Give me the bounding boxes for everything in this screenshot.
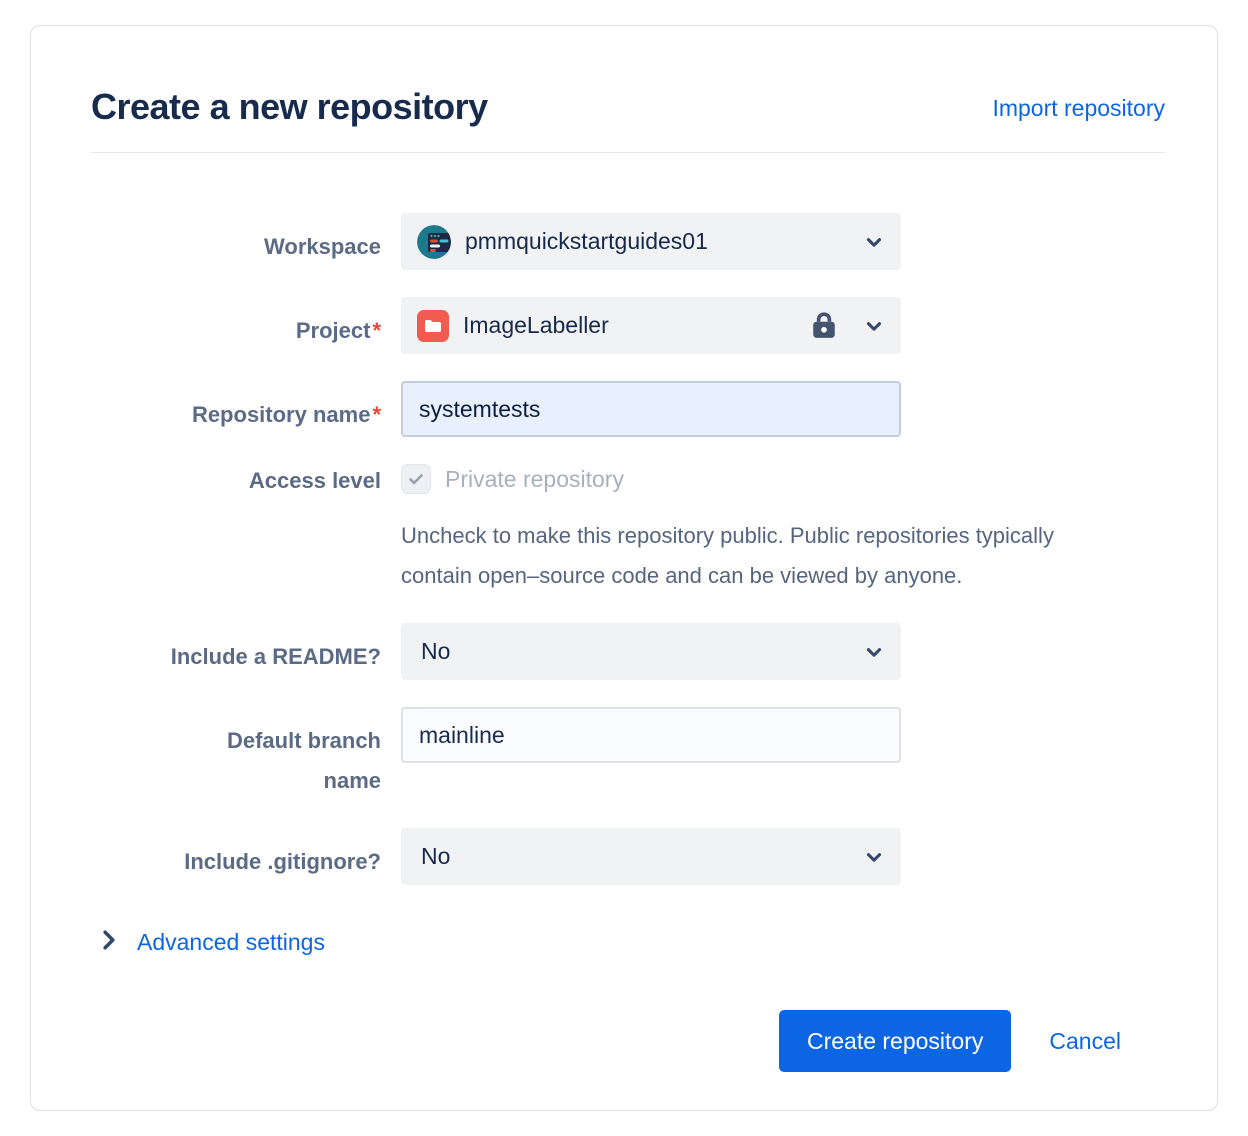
repository-name-input[interactable] (401, 381, 901, 437)
project-label: Project* (295, 318, 381, 343)
include-readme-select[interactable]: No (401, 623, 901, 680)
include-readme-row: Include a README? No (91, 623, 1165, 680)
repository-name-label: Repository name* (191, 402, 381, 427)
chevron-down-icon (863, 231, 885, 253)
create-repository-dialog: Create a new repository Import repositor… (30, 25, 1218, 1111)
include-readme-label: Include a README? (170, 644, 381, 669)
private-repository-label: Private repository (445, 465, 624, 492)
create-repository-button[interactable]: Create repository (778, 1010, 1012, 1072)
create-repository-form: Workspace (91, 213, 1165, 1072)
advanced-settings-toggle[interactable]: Advanced settings (101, 929, 1165, 956)
default-branch-input[interactable] (401, 707, 901, 763)
default-branch-row: Default branch name (91, 707, 1165, 801)
workspace-label: Workspace (264, 234, 381, 259)
private-repository-checkbox[interactable] (401, 464, 431, 494)
required-asterisk: * (372, 402, 381, 427)
repository-name-row: Repository name* (91, 381, 1165, 437)
access-level-row: Access level Private repository Uncheck … (91, 464, 1165, 596)
advanced-settings-label: Advanced settings (137, 929, 325, 955)
project-select[interactable]: ImageLabeller (401, 297, 901, 354)
include-gitignore-label: Include .gitignore? (184, 849, 381, 874)
include-readme-value: No (421, 638, 451, 664)
workspace-row: Workspace (91, 213, 1165, 270)
access-level-label: Access level (248, 468, 381, 493)
workspace-value: pmmquickstartguides01 (465, 228, 708, 254)
project-value: ImageLabeller (463, 312, 609, 338)
workspace-select[interactable]: pmmquickstartguides01 (401, 213, 901, 270)
default-branch-label: Default branch name (226, 728, 381, 793)
lock-icon (811, 311, 837, 340)
chevron-down-icon (863, 641, 885, 663)
required-asterisk: * (372, 318, 381, 343)
checkmark-icon (409, 474, 423, 485)
cancel-button[interactable]: Cancel (1049, 1027, 1121, 1054)
project-row: Project* ImageLabeller (91, 297, 1165, 354)
chevron-right-icon (101, 929, 117, 956)
workspace-avatar-icon (417, 224, 451, 259)
dialog-header: Create a new repository Import repositor… (91, 86, 1165, 153)
import-repository-link[interactable]: Import repository (992, 95, 1165, 121)
include-gitignore-row: Include .gitignore? No (91, 828, 1165, 885)
chevron-down-icon (863, 315, 885, 337)
access-level-help-text: Uncheck to make this repository public. … (401, 523, 1054, 588)
project-folder-icon (417, 309, 449, 342)
page-title: Create a new repository (91, 86, 488, 127)
dialog-footer: Create repository Cancel (91, 1010, 1165, 1072)
chevron-down-icon (863, 846, 885, 868)
include-gitignore-select[interactable]: No (401, 828, 901, 885)
include-gitignore-value: No (421, 843, 451, 869)
